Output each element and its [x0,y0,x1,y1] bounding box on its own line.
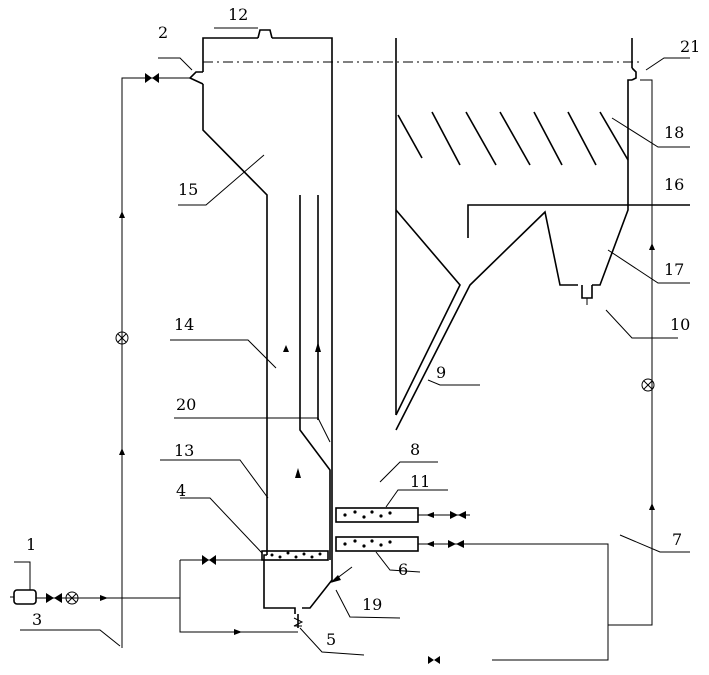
settler-vessel [395,38,690,431]
reactor-vessel [202,29,333,614]
label-21: 21 [680,37,700,56]
inner-riser-tube [299,195,331,560]
arrow-19 [330,566,353,583]
label-14: 14 [174,315,194,334]
label-11: 11 [410,472,430,491]
label-6: 6 [398,560,408,579]
label-8: 8 [410,440,420,459]
label-13: 13 [174,441,194,460]
label-4: 4 [176,481,186,500]
label-15: 15 [178,180,198,199]
heater-6 [335,536,640,626]
valves [46,73,440,664]
outlet-10 [581,285,593,305]
label-5: 5 [326,630,336,649]
label-17: 17 [664,260,684,279]
label-18: 18 [664,123,684,142]
label-2: 2 [158,23,168,42]
top-nozzle-12 [257,29,273,39]
flow-meters [65,331,655,605]
number-labels: 1 2 3 4 5 6 7 8 9 10 11 12 13 14 15 16 1… [26,5,700,649]
heater-11 [335,507,470,523]
inclined-plates-18 [397,111,629,166]
pipe-arrows [100,211,655,635]
label-9: 9 [436,363,446,382]
label-10: 10 [670,315,690,334]
flow-arrows-inner [283,342,321,478]
label-1: 1 [26,535,36,554]
label-20: 20 [176,395,196,414]
label-3: 3 [32,610,42,629]
label-19: 19 [362,595,382,614]
label-16: 16 [664,175,684,194]
leader-lines [14,27,690,656]
nozzle-2 [188,71,204,85]
bottom-outlet-5 [293,614,304,628]
label-12: 12 [228,5,248,24]
pump-1 [10,589,37,605]
distributor-4 [261,550,329,561]
label-7: 7 [672,530,682,549]
